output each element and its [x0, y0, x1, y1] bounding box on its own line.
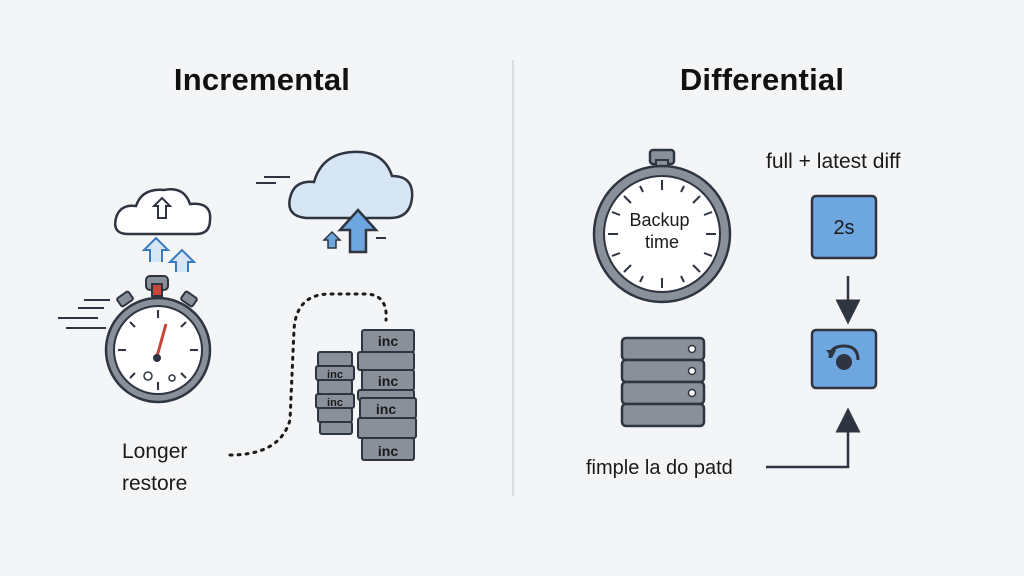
inc-label: inc [327, 397, 343, 409]
full-latest-diff-label: full + latest diff [766, 150, 901, 173]
server-stack-right-icon [620, 336, 706, 428]
differential-title: Differential [679, 62, 845, 97]
stopwatch-left-icon [58, 275, 212, 404]
large-cloud-icon [256, 150, 414, 254]
inc-label: inc [378, 333, 398, 349]
upload-arrows-icon [141, 236, 197, 272]
inc-label: inc [378, 373, 398, 389]
inc-label: inc [376, 401, 396, 417]
inc-label: inc [378, 443, 398, 459]
server-stack-small-icon: inc inc [315, 351, 355, 435]
backup-time-label: Backup time [629, 210, 694, 252]
incremental-title: Incremental [173, 62, 351, 97]
inc-label: inc [327, 369, 343, 381]
center-divider [512, 60, 514, 496]
simple-path-label: fimple la do patd [586, 457, 733, 479]
two-seconds-box: 2s [810, 194, 878, 260]
server-stack-large-icon: inc inc inc inc [357, 329, 417, 461]
dotted-restore-path [228, 292, 388, 457]
two-seconds-label: 2s [833, 217, 854, 239]
stopwatch-right-icon: Backup time [592, 148, 732, 304]
restore-box-icon [810, 328, 878, 390]
longer-restore-label: Longer restore [122, 440, 188, 495]
path-arrow-up-icon [766, 407, 861, 469]
small-cloud-icon [114, 188, 212, 236]
